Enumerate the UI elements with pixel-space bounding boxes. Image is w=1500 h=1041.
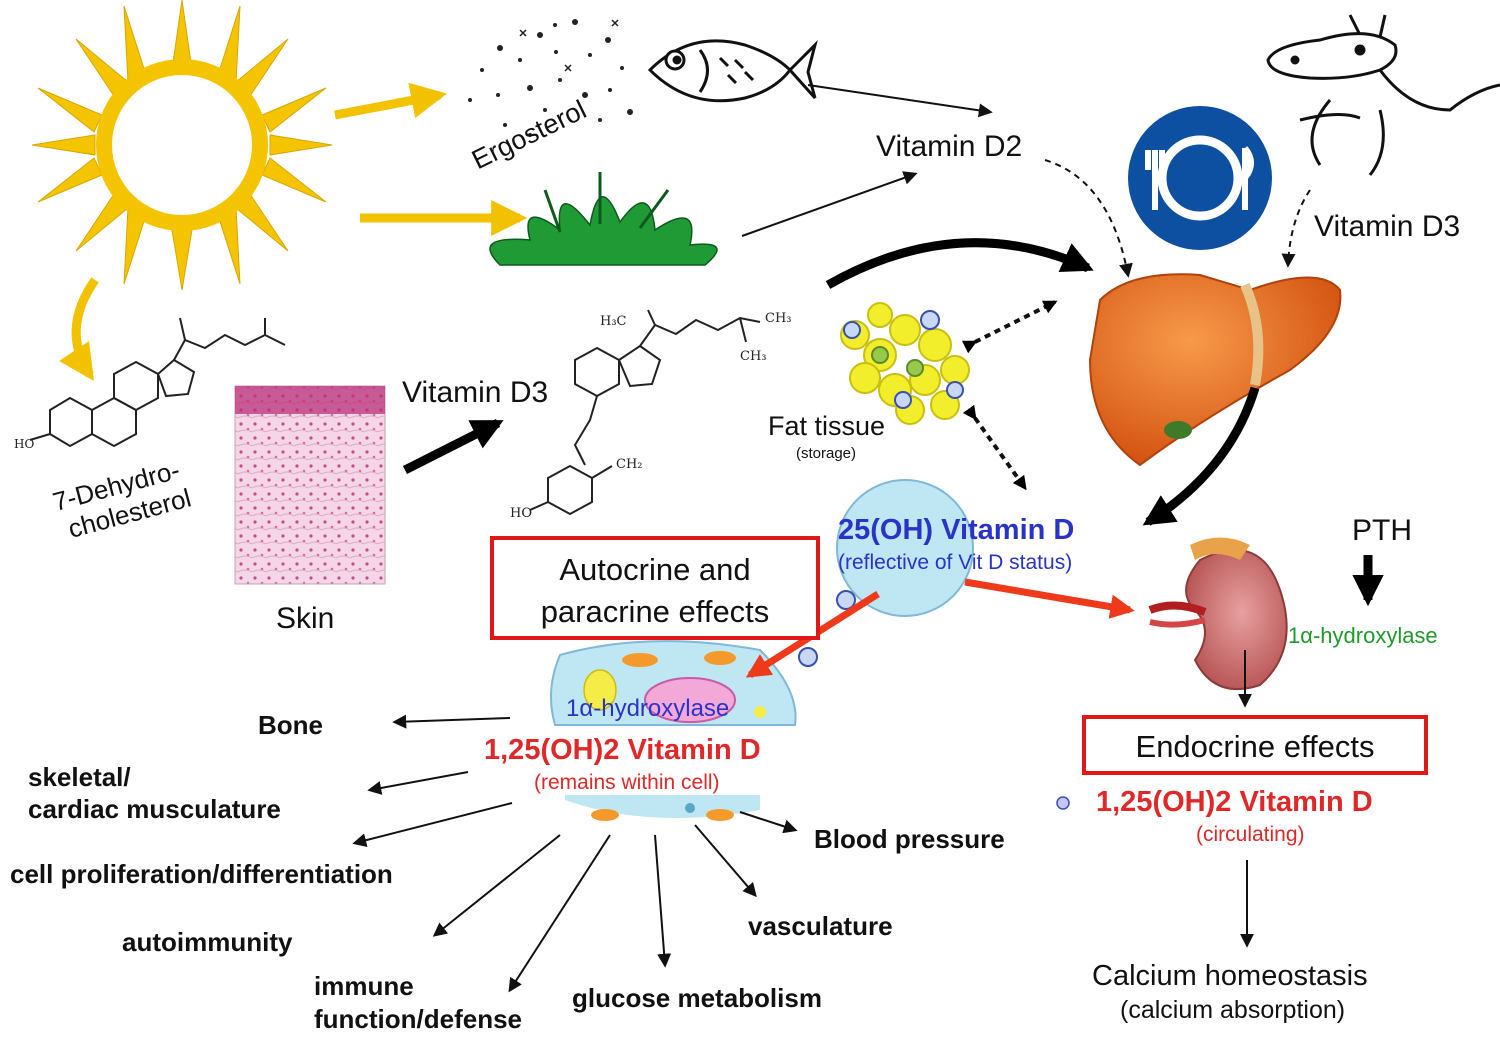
structure-label: CH₃ [765,311,792,326]
effect-blood-pressure: Blood pressure [814,824,1005,854]
bold-arrows [402,238,1384,607]
autocrine-title: 1,25(OH)2 Vitamin D [484,734,761,766]
blue-dot [798,647,818,667]
structure-label: HO [510,506,532,521]
endocrine-outcome-line1: Calcium homeostasis [1092,960,1368,992]
effect-muscle-line1: skeletal/ [28,762,131,792]
vitamin-d3-structure [529,309,761,516]
fat-tissue-icon [840,302,970,425]
endocrine-title: 1,25(OH)2 Vitamin D [1096,786,1373,818]
dehydrocholesterol-structure [29,317,286,448]
autocrine-box-line2: paracrine effects [540,594,770,629]
cow-icon [1266,14,1500,176]
cell-icon [550,640,797,821]
vitamin-d2-label: Vitamin D2 [876,130,1023,163]
circulating-25ohd-title: 25(OH) Vitamin D [838,514,1075,546]
fish-icon [647,39,818,103]
effect-vasculature: vasculature [748,911,893,941]
blue-dot [836,590,856,610]
structure-label: CH₂ [616,457,643,472]
vitamin-d3-skin-label: Vitamin D3 [402,376,549,409]
dotted-arrows [961,300,1058,491]
pth-label: PTH [1352,514,1412,547]
effect-autoimmunity: autoimmunity [122,927,293,957]
kidney-icon [1148,537,1288,691]
liver-icon [1088,273,1342,467]
effect-glucose: glucose metabolism [572,983,822,1013]
sun-icon [31,0,333,291]
plant-icon [489,172,718,266]
skin-histology-image [234,385,386,585]
skin-label: Skin [276,602,335,635]
circulating-25ohd-circle [836,479,974,617]
endocrine-outcome-line2: (calcium absorption) [1120,996,1346,1024]
flow-arrows [352,84,1311,993]
effect-bone: Bone [258,710,323,740]
circulating-25ohd-subtitle: (reflective of Vit D status) [838,551,1073,574]
effect-muscle-line2: cardiac musculature [28,794,281,824]
fat-tissue-label: Fat tissue [768,411,886,441]
blue-dot [1056,796,1070,810]
effect-immune-line2: function/defense [314,1004,523,1034]
effect-cell: cell proliferation/differentiation [10,859,393,889]
autocrine-box-line1: Autocrine and [559,552,751,587]
sun-arrows [59,82,528,381]
ergosterol-particles-icon [468,19,633,137]
fat-tissue-note: (storage) [796,445,857,462]
endocrine-box-label: Endocrine effects [1135,729,1375,764]
structure-label: CH₃ [740,349,767,364]
autocrine-subtitle: (remains within cell) [534,771,720,794]
structure-label: H₃C [600,314,627,329]
autocrine-enzyme: 1α-hydroxylase [566,695,730,722]
autocrine-box: Autocrine and paracrine effects [490,536,820,640]
endocrine-box: Endocrine effects [1082,715,1428,775]
structure-label: HO [14,437,34,451]
plate-icon [1128,106,1272,250]
vitamin-d3-diet-label: Vitamin D3 [1314,210,1461,243]
effect-immune-line1: immune [314,971,414,1001]
endocrine-subtitle: (circulating) [1196,823,1305,846]
endocrine-enzyme: 1α-hydroxylase [1288,623,1438,648]
